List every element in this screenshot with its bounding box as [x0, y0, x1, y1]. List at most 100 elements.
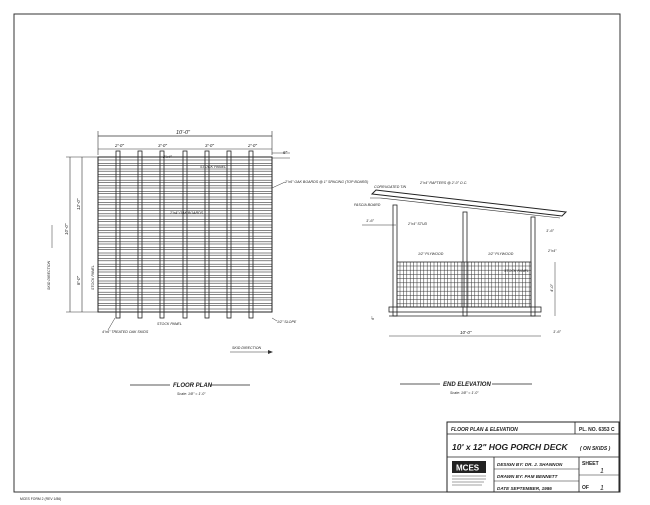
- deck-plank: [97, 282, 273, 287]
- deck-plank: [97, 271, 273, 276]
- deck-plank: [97, 294, 273, 299]
- deck-skid: [204, 150, 210, 319]
- floor-plan-scale: Scale: 1/8" = 1'-0": [177, 392, 206, 396]
- deck-plank: [97, 215, 273, 220]
- right-post-note: 2"x4": [547, 249, 557, 253]
- deck-plank: [97, 204, 273, 209]
- drawing-title: FLOOR PLAN & ELEVATION: [451, 427, 518, 433]
- sheet-label: SHEET: [582, 461, 599, 467]
- deck-plank: [97, 182, 273, 187]
- deck-plank: [97, 165, 273, 170]
- top-right-dim: 6": [283, 150, 288, 155]
- footer-text: MCES FORM 2 (REV 1/86): [20, 497, 61, 501]
- logo-text: MCES: [456, 464, 480, 473]
- sheet-border: [13, 13, 621, 493]
- plywood-right-note: 1/2" PLYWOOD: [488, 252, 514, 256]
- bay-dim-3: 3'-0": [205, 143, 214, 148]
- plywood-left-note: 1/2" PLYWOOD: [418, 252, 444, 256]
- deck-plank: [97, 288, 273, 293]
- end-elevation-title: END ELEVATION: [443, 382, 491, 388]
- deck-plank: [97, 238, 273, 243]
- skid-note: 4"x6" TREATED OAK SKIDS: [102, 330, 149, 334]
- project-subtitle: ( ON SKIDS ): [580, 446, 611, 452]
- deck-plank: [97, 221, 273, 226]
- deck-planks: [97, 159, 273, 310]
- plan-number: PL. NO. 6353 C: [579, 427, 615, 433]
- skid-note-leader: [107, 317, 116, 331]
- bay-dim-2: 3'-0": [158, 143, 167, 148]
- of-number: 1: [600, 485, 604, 492]
- bottom-right-dim: 1'-6": [553, 329, 562, 334]
- stock-panel-top-note: STOCK PANEL: [200, 165, 226, 169]
- deck-skid: [115, 150, 121, 319]
- stock-panel-grid: [397, 262, 531, 307]
- deck-plank: [97, 170, 273, 175]
- date: DATE SEPTEMBER, 1986: [497, 486, 552, 491]
- deck-plank: [97, 193, 273, 198]
- deck-plank: [97, 249, 273, 254]
- deck-plank: [97, 277, 273, 282]
- left-dim-lower: 8'-0": [76, 276, 81, 285]
- deck-plank: [97, 176, 273, 181]
- height-dim: 4'-0": [549, 283, 554, 292]
- board-note-leader: [271, 181, 286, 189]
- plank-note: 2"x4" OAK BOARDS: [169, 211, 204, 215]
- end-dim: 1'-6": [546, 228, 555, 233]
- of-label: OF: [582, 485, 589, 491]
- roof-note: CORRUGATED TIN: [374, 185, 406, 189]
- rafter-line: [379, 197, 561, 219]
- bay-dim-1: 2'-0": [114, 143, 124, 148]
- overall-width-label: 10'-0": [176, 130, 191, 136]
- end-elevation-scale: Scale: 1/8" = 1'-0": [450, 391, 479, 395]
- deck-plank: [97, 232, 273, 237]
- left-dim-overall: 10'-0": [64, 223, 69, 235]
- deck-plank: [97, 226, 273, 231]
- middle-post: [462, 211, 468, 317]
- deck-plank: [97, 243, 273, 248]
- slope-note-leader: [271, 317, 278, 322]
- deck-base: [388, 306, 542, 313]
- stock-panel-note: STOCK PANEL: [504, 269, 529, 273]
- slope-note: 1/2" SLOPE: [277, 320, 297, 324]
- deck-skid: [226, 150, 232, 319]
- front-post: [392, 204, 398, 317]
- sheet-number: 1: [600, 468, 604, 475]
- deck-outline: [97, 156, 273, 313]
- deck-plank: [97, 198, 273, 203]
- project-title: 10' x 12" HOG PORCH DECK: [452, 442, 568, 452]
- board-note: 2"x6" OAK BOARDS @ 1" SPACING (TOP BOARD…: [284, 180, 368, 184]
- rear-post: [530, 216, 536, 317]
- roof-sheet: [370, 189, 568, 217]
- deck-plank: [97, 266, 273, 271]
- bay-dim-4: 2'-0": [247, 143, 257, 148]
- skid-direction-label: SKID DIRECTION: [232, 346, 262, 350]
- design-by: DESIGN BY: DR. J. SHANNON: [497, 462, 563, 467]
- end-elevation: CORRUGATED TIN 2"x4" RAFTERS @ 2'-0" O.C…: [354, 181, 568, 395]
- stud-note: 2"x4" STUD: [407, 222, 428, 226]
- floor-plan: 10'-0" 2'-0" 3'-0" 3'-0" 2'-0" 6" STOCK …: [47, 130, 368, 396]
- drawn-by: DRAWN BY: PAM BENNETT: [497, 474, 559, 479]
- skid-direction-arrowhead: [268, 350, 273, 354]
- floor-plan-title: FLOOR PLAN: [173, 383, 213, 389]
- deck-skids: [115, 150, 254, 319]
- deck-plank: [97, 187, 273, 192]
- mces-logo: [452, 461, 486, 473]
- fascia-note: FASCIA BOARD: [354, 203, 381, 207]
- deck-skid: [182, 150, 188, 319]
- deck-plank: [97, 260, 273, 265]
- rafter-note: 2"x4" RAFTERS @ 2'-0" O.C.: [419, 181, 467, 185]
- base-dim: 10'-0": [460, 330, 472, 335]
- deck-plank: [97, 299, 273, 304]
- deck-skid: [137, 150, 143, 319]
- deck-plank: [97, 254, 273, 259]
- bottom-left-dim: 6": [370, 316, 375, 320]
- deck-skid: [159, 150, 165, 319]
- deck-skid: [248, 150, 254, 319]
- left-dim-upper: 12'-0": [76, 198, 81, 210]
- deck-plank: [97, 159, 273, 164]
- title-block: FLOOR PLAN & ELEVATION PL. NO. 6353 C 10…: [446, 421, 620, 493]
- front-dim: 1'-6": [366, 218, 375, 223]
- deck-plank: [97, 305, 273, 310]
